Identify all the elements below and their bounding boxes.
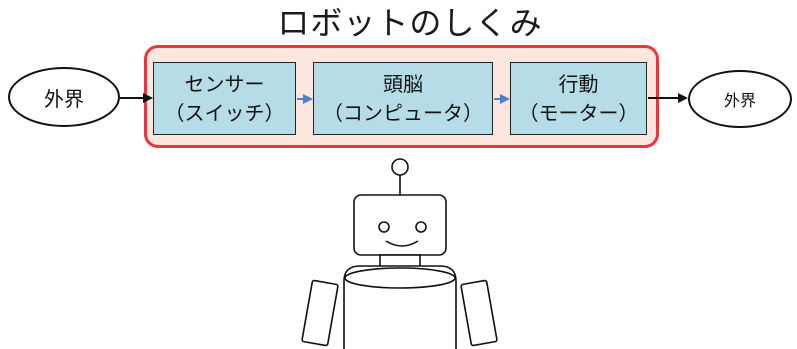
brain-sublabel: （コンピュータ） <box>323 100 483 125</box>
brain-label: 頭脳 <box>383 71 423 96</box>
robot-illustration <box>301 158 498 349</box>
outer-world-left: 外界 <box>8 67 120 127</box>
robot-left-eye <box>378 221 390 233</box>
robot-antenna-tip <box>391 158 409 176</box>
outer-world-right-label: 外界 <box>723 91 756 110</box>
robot-left-arm <box>301 279 339 347</box>
robot-right-arm <box>460 279 498 347</box>
brain-block: 頭脳 （コンピュータ） <box>313 62 493 135</box>
action-sublabel: （モーター） <box>518 100 639 125</box>
robot-mouth <box>385 240 419 247</box>
outer-world-left-label: 外界 <box>44 86 84 111</box>
robot-body <box>343 265 457 349</box>
outer-world-right: 外界 <box>688 70 792 128</box>
robot-body-top <box>344 267 456 289</box>
sensor-label: センサー <box>184 71 265 96</box>
action-label: 行動 <box>558 71 599 96</box>
sensor-block: センサー （スイッチ） <box>153 62 296 135</box>
robot-right-eye <box>415 221 427 233</box>
sensor-sublabel: （スイッチ） <box>164 100 285 125</box>
action-block: 行動 （モーター） <box>510 62 647 135</box>
diagram-title: ロボットのしくみ <box>277 4 543 42</box>
